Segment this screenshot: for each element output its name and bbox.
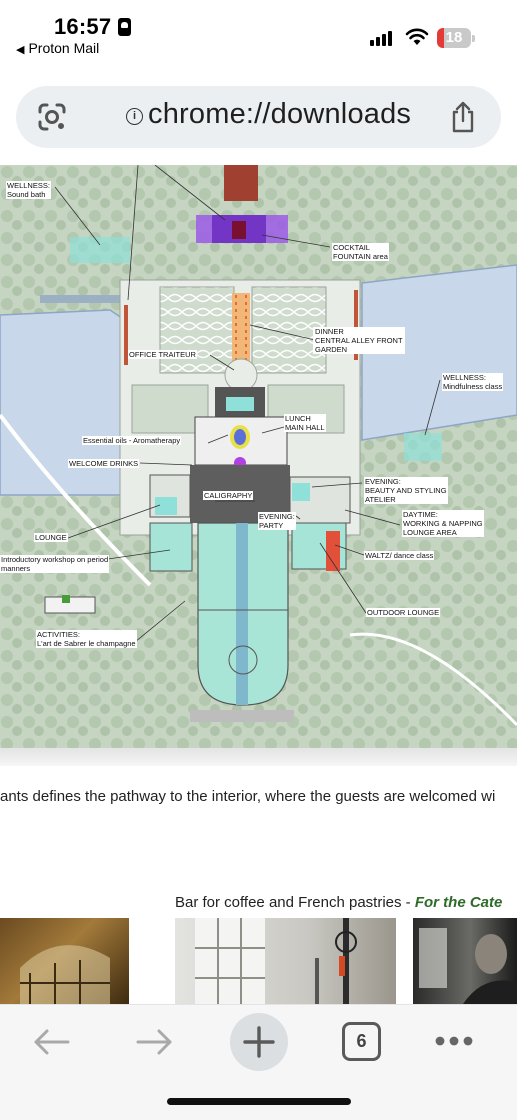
new-tab-button[interactable] <box>230 1013 288 1071</box>
back-app-label: Proton Mail <box>28 40 100 56</box>
map-label-outdoor: OUTDOOR LOUNGE <box>366 608 441 617</box>
map-label-oils: Essential oils - Aromatherapy <box>82 436 182 445</box>
map-label-caligraphy: CALIGRAPHY <box>203 491 254 500</box>
home-indicator[interactable] <box>167 1098 351 1105</box>
cellular-signal-icon <box>370 30 396 46</box>
map-label-evening-party: EVENING:PARTY <box>258 512 296 530</box>
battery-icon: 18 <box>437 28 475 48</box>
status-bar: 16:57 ◀Proton Mail 18 <box>0 0 517 62</box>
photo-window-drawing <box>195 918 357 1004</box>
more-horizontal-icon[interactable] <box>434 1035 474 1047</box>
back-triangle-icon: ◀ <box>16 44 25 56</box>
map-label-welcome: WELCOME DRINKS <box>68 459 140 468</box>
site-plan-drawing <box>0 165 517 750</box>
map-label-waltz: WALTZ/ dance class <box>364 551 435 560</box>
focus-mode-icon <box>118 18 131 36</box>
plus-icon <box>243 1026 275 1058</box>
photo-coffee-bar[interactable] <box>175 918 396 1004</box>
url-text[interactable]: chrome://downloads <box>126 98 411 131</box>
article-paragraph: ants defines the pathway to the interior… <box>0 788 496 805</box>
map-label-lounge: LOUNGE <box>34 533 68 542</box>
url-value: chrome://downloads <box>148 98 412 130</box>
map-label-office: OFFICE TRAITEUR <box>128 350 197 359</box>
share-icon[interactable] <box>448 100 478 134</box>
map-label-wellness-sound: WELLNESS:Sound bath <box>6 181 51 199</box>
photo-person-drawing <box>419 928 517 1004</box>
battery-level: 18 <box>445 29 463 46</box>
map-label-activities: ACTIVITIES:L'art de Sabrer le champagne <box>36 630 137 648</box>
wifi-icon <box>405 28 429 45</box>
tab-count: 6 <box>356 1031 367 1051</box>
image-bottom-edge <box>0 748 517 766</box>
caption-text: Bar for coffee and French pastries - <box>175 894 415 911</box>
back-to-app-link[interactable]: ◀Proton Mail <box>16 40 99 56</box>
photo-interior-arch[interactable] <box>0 918 129 1004</box>
photo-arch-drawing <box>20 945 110 1004</box>
status-time: 16:57 <box>54 14 112 39</box>
photo-caterer[interactable] <box>413 918 517 1004</box>
google-lens-icon[interactable] <box>36 101 68 133</box>
photo-caption: Bar for coffee and French pastries - For… <box>175 894 502 911</box>
back-arrow-icon[interactable] <box>32 1027 70 1057</box>
site-info-icon[interactable]: i <box>126 108 143 125</box>
address-bar[interactable]: i chrome://downloads <box>16 86 501 148</box>
caption-emphasis: For the Cate <box>414 894 503 911</box>
tab-switcher-button[interactable]: 6 <box>342 1022 381 1061</box>
forward-arrow-icon[interactable] <box>136 1027 174 1057</box>
map-label-wellness-mind: WELLNESS:Mindfulness class <box>442 373 504 391</box>
